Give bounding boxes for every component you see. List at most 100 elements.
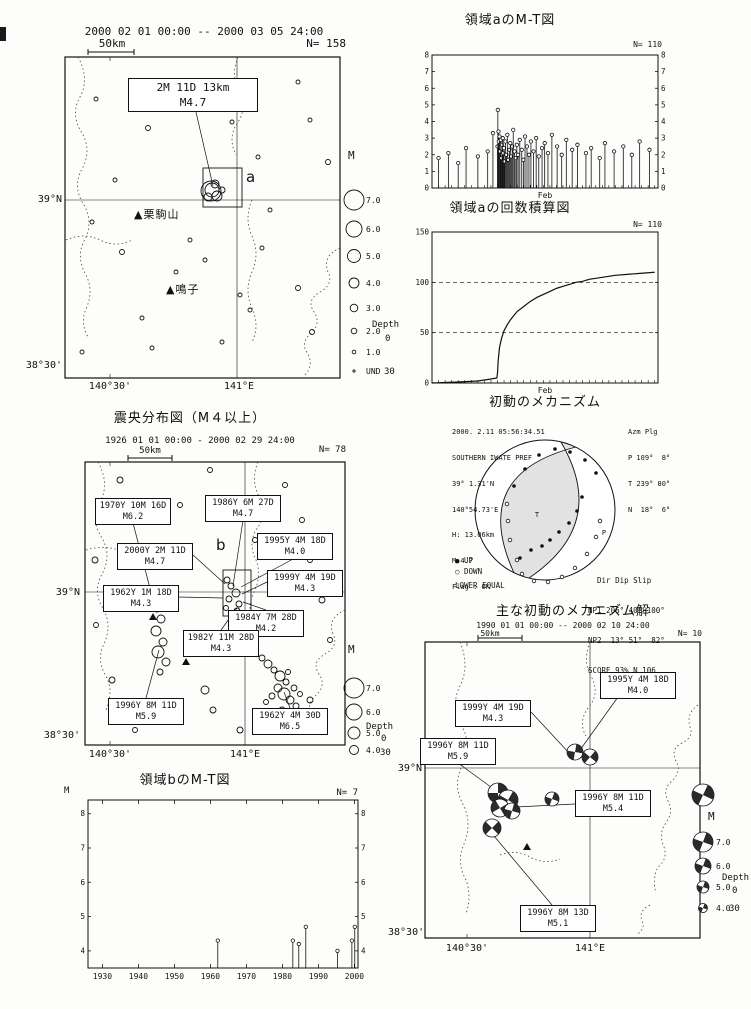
lon-label-141e: 141°E bbox=[574, 943, 606, 954]
volcano-icon bbox=[149, 613, 157, 620]
svg-text:100: 100 bbox=[415, 278, 429, 287]
svg-text:5: 5 bbox=[361, 912, 366, 921]
volcano-icon: ▲ bbox=[166, 283, 176, 296]
region-a-rect bbox=[202, 167, 243, 208]
svg-text:2: 2 bbox=[661, 150, 666, 159]
legend-m-label: M bbox=[348, 643, 355, 656]
lat-label-39n: 39°N bbox=[397, 763, 422, 774]
volcano-label-kurikoma: ▲栗駒山 bbox=[134, 208, 180, 221]
svg-text:4: 4 bbox=[424, 117, 429, 126]
volcano-icon bbox=[182, 658, 190, 665]
svg-text:1980: 1980 bbox=[273, 972, 292, 981]
svg-text:8: 8 bbox=[424, 51, 429, 60]
svg-text:6: 6 bbox=[424, 84, 429, 93]
svg-text:7: 7 bbox=[424, 67, 429, 76]
legend-m-label: M bbox=[348, 149, 355, 162]
volcano-icon bbox=[523, 843, 531, 850]
chart-title: 領域aの回数積算図 bbox=[449, 201, 571, 216]
svg-text:UND: UND bbox=[366, 367, 381, 376]
svg-text:8: 8 bbox=[661, 51, 666, 60]
svg-text:6.0: 6.0 bbox=[366, 225, 381, 234]
svg-text:2000: 2000 bbox=[345, 972, 364, 981]
svg-text:8: 8 bbox=[361, 809, 366, 818]
svg-text:0: 0 bbox=[424, 184, 429, 193]
svg-text:4.0: 4.0 bbox=[366, 279, 381, 288]
mainshock-label-box: 2M 11D 13km M4.7 bbox=[128, 78, 258, 112]
region-b-letter: b bbox=[216, 536, 226, 554]
svg-text:8: 8 bbox=[80, 809, 85, 818]
svg-text:5.0: 5.0 bbox=[716, 883, 731, 892]
map-scale-label: 50km bbox=[139, 446, 161, 456]
svg-text:4: 4 bbox=[361, 946, 366, 955]
svg-text:7.0: 7.0 bbox=[716, 838, 731, 847]
lat-label-39n: 39°N bbox=[55, 587, 80, 598]
svg-text:1950: 1950 bbox=[165, 972, 184, 981]
svg-text:T: T bbox=[535, 511, 540, 519]
legend-depth-0: 0 bbox=[732, 886, 738, 896]
svg-text:7: 7 bbox=[661, 67, 666, 76]
lon-label-14030: 140°30' bbox=[445, 943, 489, 954]
legend-depth-label: Depth bbox=[372, 320, 400, 330]
mechanism-title: 初動のメカニズム bbox=[488, 395, 601, 410]
legend-depth-0: 0 bbox=[385, 334, 391, 344]
lat-label-3830: 38°30' bbox=[388, 927, 425, 938]
volcano-icon: ▲ bbox=[134, 208, 144, 221]
svg-text:4: 4 bbox=[80, 946, 85, 955]
y-axis-label: M bbox=[64, 786, 70, 796]
principal-axes: Azm Plg P 109° 8° T 239° 80° N 18° 6° bbox=[628, 428, 671, 514]
svg-text:0: 0 bbox=[424, 379, 429, 388]
svg-text:7: 7 bbox=[361, 844, 366, 853]
event-count: N= 10 bbox=[677, 629, 702, 638]
svg-text:50: 50 bbox=[420, 328, 430, 337]
map-period: 1990 01 01 00:00 -- 2000 02 10 24:00 bbox=[476, 621, 650, 630]
polarity-up-legend: ● UP bbox=[455, 556, 474, 565]
lon-label-141e: 141°E bbox=[229, 749, 261, 760]
legend-depth-30: 30 bbox=[380, 748, 391, 758]
volcano-label-naruko: ▲鳴子 bbox=[166, 283, 200, 296]
svg-text:3: 3 bbox=[661, 134, 666, 143]
map-period: 2000 02 01 00:00 -- 2000 03 05 24:00 bbox=[84, 25, 324, 38]
svg-text:5: 5 bbox=[424, 100, 429, 109]
svg-text:5: 5 bbox=[661, 100, 666, 109]
lon-label-14030: 140°30' bbox=[88, 381, 132, 392]
panel-mechanism-map: 7.0 6.0 5.0 4.0 主な初動のメカニズム解 1990 01 01 00:0… bbox=[388, 604, 751, 1009]
legend-depth-label: Depth bbox=[722, 873, 750, 883]
svg-text:6: 6 bbox=[661, 84, 666, 93]
svg-text:Feb: Feb bbox=[538, 386, 553, 395]
svg-text:1: 1 bbox=[661, 167, 666, 176]
beachball-outline bbox=[474, 439, 616, 581]
svg-text:4.0: 4.0 bbox=[716, 904, 731, 913]
map-scale-label: 50km bbox=[480, 629, 500, 638]
svg-text:5.0: 5.0 bbox=[366, 729, 381, 738]
polarity-down-legend: ○ DOWN bbox=[455, 567, 483, 576]
map-title: 主な初動のメカニズム解 bbox=[495, 604, 650, 619]
svg-text:5.0: 5.0 bbox=[366, 252, 381, 261]
nodal-plane-table: Dir Dip Slip NP1 206° 40° 100° NP2 13° 5… bbox=[588, 576, 665, 675]
region-a-letter: a bbox=[246, 168, 256, 186]
nodal-plane-2 bbox=[528, 441, 580, 579]
svg-text:6.0: 6.0 bbox=[716, 862, 731, 871]
event-count: N= 110 bbox=[633, 220, 662, 229]
svg-text:3.0: 3.0 bbox=[366, 304, 381, 313]
svg-text:6: 6 bbox=[361, 878, 366, 887]
lat-label-39n: 39°N bbox=[37, 194, 62, 205]
mainshock-magnitude: M4.7 bbox=[179, 96, 207, 109]
